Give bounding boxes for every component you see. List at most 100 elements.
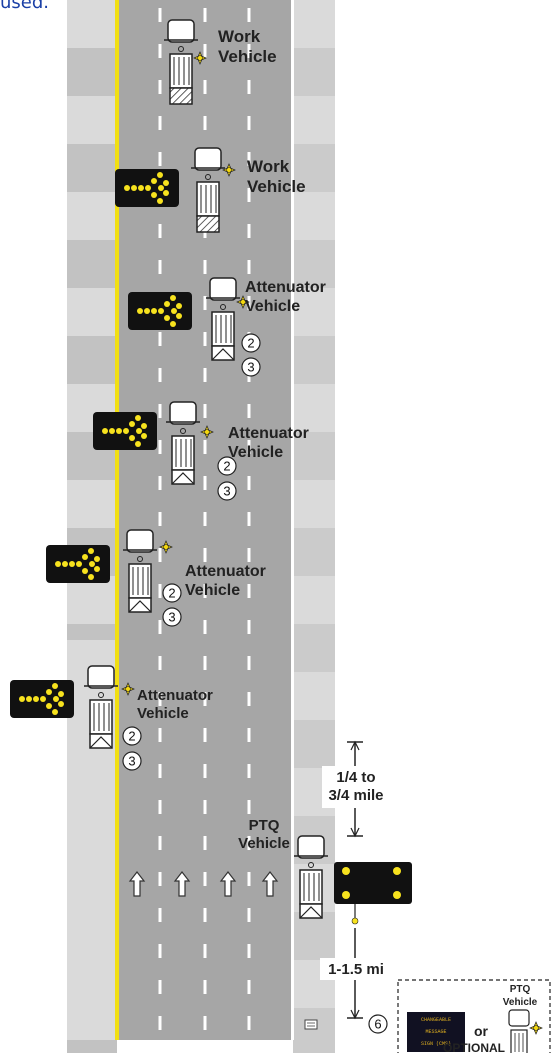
arrow-board-lamp [26, 696, 32, 702]
truck-cab [297, 835, 325, 859]
cms-board-icon [334, 862, 412, 925]
cms-sign-small [407, 1012, 465, 1052]
cms-lamp [351, 917, 359, 925]
right-shoulder-segment [293, 480, 335, 528]
vehicle-label-line: 1-1.5 mi [328, 961, 384, 978]
truck-rear-hatch [196, 215, 220, 233]
lane-dash [203, 764, 207, 778]
lane-dash [247, 440, 251, 454]
lane-dash [203, 116, 207, 130]
arrow-board-lamp [69, 561, 75, 567]
attenuator-truck-icon [84, 665, 118, 749]
dimension-lines [320, 740, 392, 1020]
right-shoulder-segment [293, 192, 335, 240]
left-shoulder-segment [67, 240, 117, 288]
lane-dash [158, 548, 162, 562]
lane-dash [247, 404, 251, 418]
lane-dash [158, 8, 162, 22]
right-shoulder-segment [293, 1008, 335, 1053]
vehicle-label: 1/4 to3/4 mile [328, 769, 383, 804]
left-shoulder-segment [67, 288, 117, 336]
arrow-board-lamp [62, 561, 68, 567]
truck-cab [126, 529, 154, 553]
lane-dash [158, 1016, 162, 1030]
attenuator-chevron [211, 348, 235, 361]
arrow-board-lamp [123, 428, 129, 434]
truck-cab [508, 1009, 530, 1027]
beacon-lamp [125, 686, 131, 692]
note-circle [162, 583, 182, 603]
lane-dash [247, 260, 251, 274]
arrow-board-icon [46, 545, 110, 583]
arrow-board-lamp [157, 172, 163, 178]
lane-dash [247, 296, 251, 310]
vehicle-label-line: 1/4 to [336, 769, 375, 786]
lane-dash [158, 152, 162, 166]
cms-board-panel [334, 862, 412, 904]
lane-dash [203, 548, 207, 562]
arrow-board-icon [128, 292, 192, 330]
dimension-text-bg [320, 958, 392, 980]
note-label: 3 [128, 754, 135, 769]
lane-dash [203, 1016, 207, 1030]
lane-dash [247, 44, 251, 58]
vehicle-label-line: Vehicle [503, 997, 538, 1008]
arrow-board-lamp [58, 691, 64, 697]
note-circle [217, 481, 237, 501]
truck-hitch [220, 304, 226, 310]
attenuator-chevron [89, 736, 113, 749]
vehicle-label-line: Vehicle [247, 177, 306, 196]
attenuator-chevron [128, 600, 152, 613]
arrow-board-lamp [102, 428, 108, 434]
vehicle-label-line: PTQ [249, 817, 280, 834]
lane-dash [247, 872, 251, 886]
right-shoulder-segment [293, 720, 335, 768]
lane-dash [203, 908, 207, 922]
arrow-board-lamp [141, 423, 147, 429]
beacon-icon [236, 295, 250, 309]
arrow-board-lamp [129, 435, 135, 441]
attenuator-pad [89, 733, 113, 749]
lane-dash [203, 8, 207, 22]
arrow-board-lamp [76, 561, 82, 567]
right-shoulder-segment [293, 432, 335, 480]
note-label: 2 [128, 729, 135, 744]
beacon-lamp [226, 167, 232, 173]
arrow-board-lamp [151, 178, 157, 184]
note-number: 3 [122, 751, 142, 771]
arrow-board-lamp [33, 696, 39, 702]
arrow-board-icon [10, 680, 74, 718]
note-label: 3 [247, 360, 254, 375]
cms-corner-lamp [393, 891, 401, 899]
lane-dash [158, 44, 162, 58]
lane-dash [158, 800, 162, 814]
arrow-board-lamp [170, 295, 176, 301]
right-shoulder-segment [293, 336, 335, 384]
sign-icon [304, 1019, 318, 1030]
truck-hitch [137, 556, 143, 562]
lane-dash [247, 476, 251, 490]
note-circle [368, 1014, 388, 1034]
lane-dash [158, 512, 162, 526]
truck-rear-hatch [169, 87, 193, 105]
truck-cab [87, 665, 115, 689]
beacon-lamp [204, 429, 210, 435]
lane-dash [203, 368, 207, 382]
right-shoulder-segment [293, 0, 335, 48]
right-shoulder-segment [293, 48, 335, 96]
beacon-icon [200, 425, 214, 439]
note-circle [217, 456, 237, 476]
vehicle-label-line: Attenuator [228, 425, 309, 442]
arrow-board-lamp [138, 185, 144, 191]
lane-dash [203, 296, 207, 310]
left-shoulder-segment [67, 96, 117, 144]
right-shoulder-segment [293, 288, 335, 336]
lane-dash [203, 476, 207, 490]
arrow-board-lamp [157, 198, 163, 204]
edge-line-white [291, 0, 294, 1040]
lane-dash [158, 224, 162, 238]
